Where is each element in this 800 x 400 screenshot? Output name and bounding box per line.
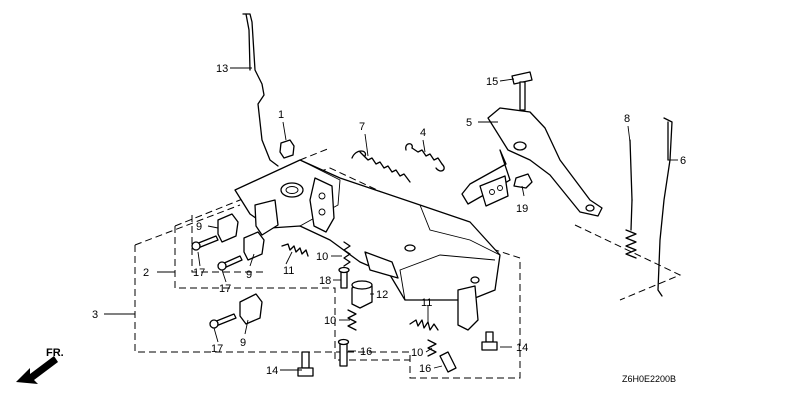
spring-11-lower — [409, 319, 439, 331]
pin-15 — [511, 71, 533, 111]
cable-clamp-9-c — [239, 293, 263, 325]
callout-4: 4 — [420, 127, 426, 139]
callout-10-a: 10 — [316, 251, 328, 263]
bolt-14-left — [297, 351, 314, 377]
screw-17-c — [209, 313, 237, 329]
callout-11-a: 11 — [283, 265, 294, 277]
callout-9-a: 9 — [196, 221, 202, 233]
callout-16-a: 16 — [360, 346, 372, 358]
control-base-plate — [234, 159, 501, 331]
callout-8: 8 — [624, 113, 630, 125]
front-direction-arrow: FR. — [16, 347, 64, 384]
throttle-rod — [657, 117, 673, 297]
callout-3: 3 — [92, 309, 98, 321]
callout-6: 6 — [680, 155, 686, 167]
callout-2: 2 — [143, 267, 149, 279]
callout-19: 19 — [516, 203, 528, 215]
callout-7: 7 — [359, 121, 365, 133]
screw-17-b — [217, 255, 243, 271]
callout-10-c: 10 — [411, 347, 423, 359]
callout-5: 5 — [466, 117, 472, 129]
cable-clamp-9-b — [243, 231, 265, 261]
callout-13: 13 — [216, 63, 228, 75]
leader-lines — [104, 67, 678, 371]
clip-part — [279, 139, 295, 159]
bolt-14-right — [481, 331, 498, 351]
callout-1: 1 — [278, 109, 284, 121]
spring-11-upper — [281, 243, 309, 257]
callout-15: 15 — [486, 76, 498, 88]
stopper-bushing — [351, 280, 373, 309]
assembly-boundary-1 — [191, 147, 331, 273]
nut-19 — [513, 173, 533, 189]
spring-10-middle — [347, 309, 357, 331]
callout-14-a: 14 — [266, 365, 278, 377]
screw-16-right — [439, 351, 457, 373]
callout-18: 18 — [319, 275, 331, 287]
callout-16-b: 16 — [419, 363, 431, 375]
assembly-boundary-2 — [174, 167, 421, 361]
screw-17-a — [191, 235, 219, 251]
callout-17-c: 17 — [211, 343, 223, 355]
return-spring-4 — [405, 143, 445, 172]
direction-label: FR. — [46, 347, 64, 359]
assembly-boundary-3 — [134, 204, 521, 379]
screw-18 — [338, 266, 350, 289]
spring-8 — [625, 139, 637, 259]
control-arm — [461, 107, 603, 217]
screw-16-left — [337, 338, 350, 367]
spring-10-lower — [427, 339, 437, 357]
spring-10-upper — [343, 241, 351, 267]
callout-11-b: 11 — [421, 297, 432, 309]
callout-10-b: 10 — [324, 315, 336, 327]
assembly-boundary-arm — [574, 224, 682, 301]
choke-rod — [242, 13, 279, 167]
callout-17-a: 17 — [193, 267, 205, 279]
callout-14-b: 14 — [516, 342, 528, 354]
governor-spring-7 — [351, 150, 411, 183]
callout-17-b: 17 — [219, 283, 231, 295]
callout-labels: 1 2 3 4 5 6 7 8 9 9 9 10 10 10 11 11 12 … — [92, 63, 686, 377]
callout-9-c: 9 — [240, 337, 246, 349]
diagram-code: Z6H0E2200B — [622, 374, 676, 384]
cable-clamp-9-a — [217, 213, 239, 243]
callout-9-b: 9 — [246, 269, 252, 281]
callout-12: 12 — [376, 289, 388, 301]
